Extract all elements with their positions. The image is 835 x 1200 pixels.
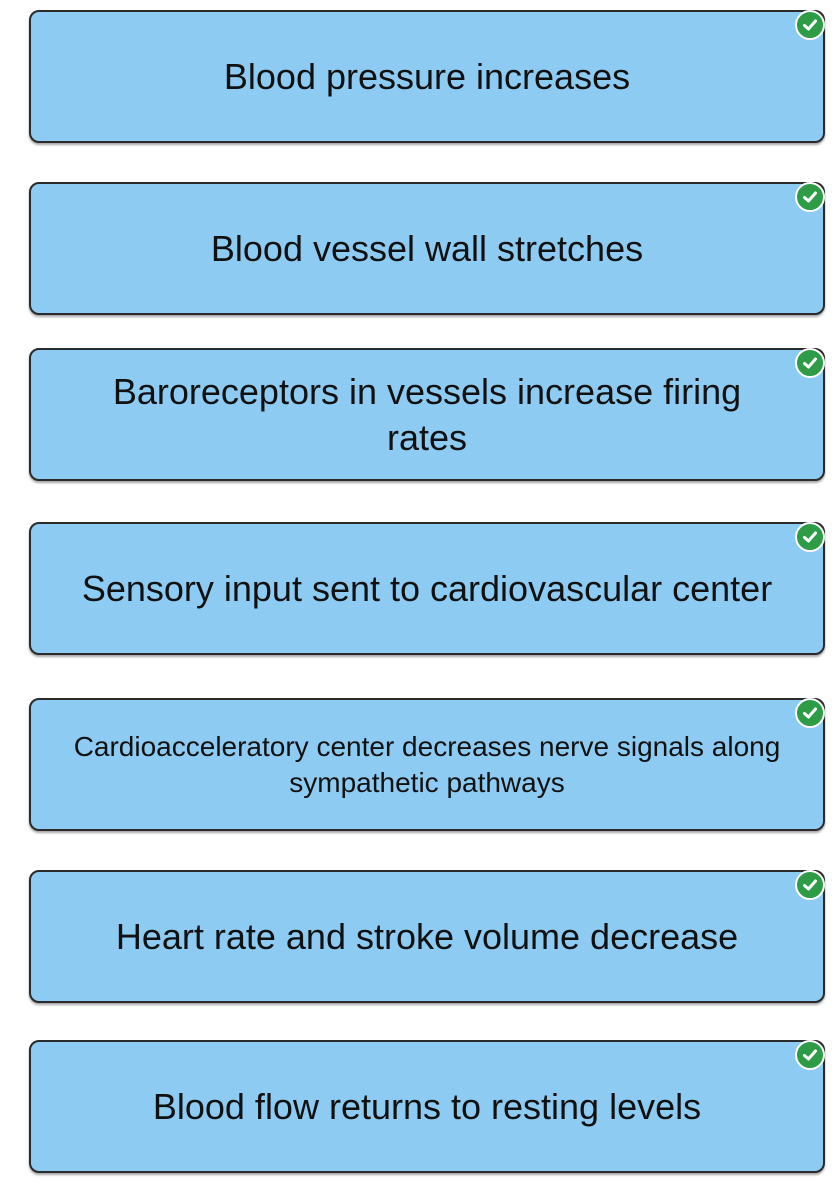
step-label: Heart rate and stroke volume decrease bbox=[115, 915, 739, 957]
step-card[interactable]: Sensory input sent to cardiovascular cen… bbox=[29, 522, 825, 655]
step-card[interactable]: Blood flow returns to resting levels bbox=[29, 1040, 825, 1173]
step-label: Sensory input sent to cardiovascular cen… bbox=[81, 567, 773, 609]
step-card[interactable]: Cardioacceleratory center decreases nerv… bbox=[29, 698, 825, 831]
step-card[interactable]: Baroreceptors in vessels increase firing… bbox=[29, 348, 825, 481]
check-circle-icon bbox=[795, 870, 825, 900]
check-circle-icon bbox=[795, 698, 825, 728]
check-circle-icon bbox=[795, 182, 825, 212]
step-card[interactable]: Heart rate and stroke volume decrease bbox=[29, 870, 825, 1003]
step-card[interactable]: Blood pressure increases bbox=[29, 10, 825, 143]
check-circle-icon bbox=[795, 10, 825, 40]
check-circle-icon bbox=[795, 1040, 825, 1070]
step-label: Blood flow returns to resting levels bbox=[152, 1085, 702, 1127]
check-circle-icon bbox=[795, 348, 825, 378]
step-label: Baroreceptors in vessels increase firing… bbox=[112, 370, 742, 458]
step-label: Cardioacceleratory center decreases nerv… bbox=[73, 730, 781, 798]
step-label: Blood pressure increases bbox=[223, 55, 631, 97]
step-label: Blood vessel wall stretches bbox=[210, 227, 644, 269]
check-circle-icon bbox=[795, 522, 825, 552]
step-card[interactable]: Blood vessel wall stretches bbox=[29, 182, 825, 315]
